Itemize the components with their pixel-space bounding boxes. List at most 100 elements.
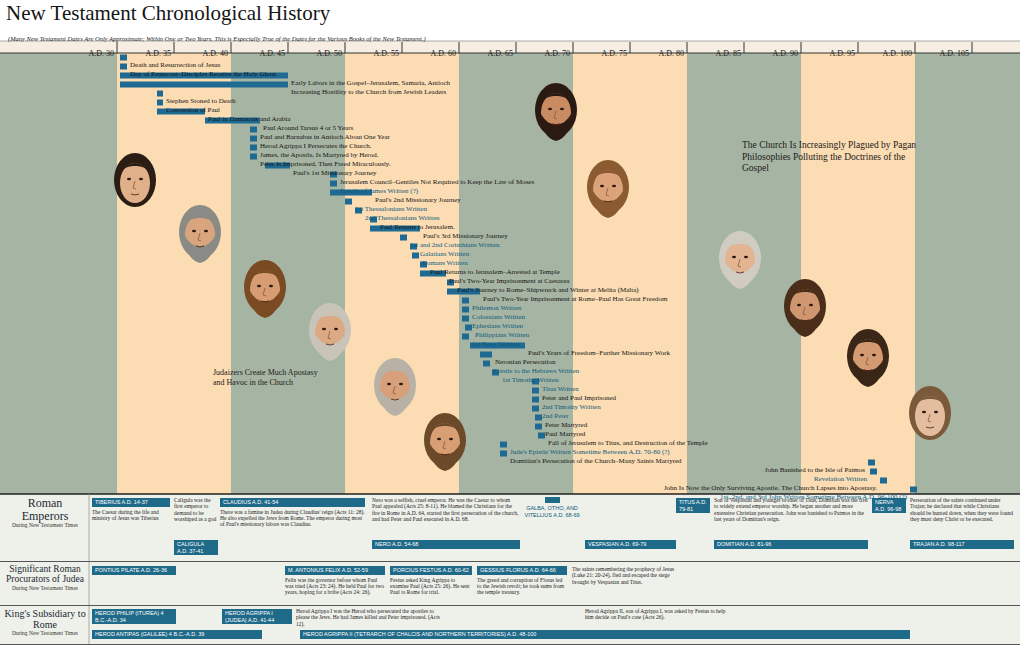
portrait-fringe [790, 289, 820, 298]
text-holder: 2nd Timothy Written [542, 395, 601, 413]
text-holder: A.D. 105 [939, 42, 969, 60]
event-label: Jerusalem Council–Gentiles Not Required … [340, 178, 534, 186]
text-holder: A.D. 45 [259, 42, 285, 60]
book-written: 1st Timothy Written [502, 376, 558, 384]
text-holder: A.D. 80 [658, 42, 684, 60]
event-label: John Banished to the Isle of Patmos [765, 466, 865, 474]
event-bar [462, 316, 469, 322]
event-label: Paul's 2nd Missionary Journey [375, 196, 461, 204]
text-holder: 1st Thessalonians Written [355, 197, 427, 215]
portrait-eye [744, 256, 748, 258]
portrait-hair [114, 153, 156, 207]
event-bar [330, 181, 337, 187]
history-note: Persecution of the saints continued unde… [910, 497, 1014, 522]
portrait-nose [393, 386, 396, 394]
event-bar [868, 460, 875, 466]
text-holder: Stephen Stoned to Death [166, 89, 235, 107]
book-written: 1st and 2nd Corinthians Written [410, 241, 499, 249]
event-bar [462, 334, 469, 340]
book-written: Philippians Written [475, 331, 529, 339]
apostle-portrait [114, 153, 156, 207]
text-holder: Peter Is Imprisoned, Then Freed Miraculo… [260, 152, 391, 170]
text-holder: John Banished to the Isle of Patmos [765, 458, 865, 476]
book-written: 2nd Thessalonians Written [365, 214, 440, 222]
event-bar [120, 82, 288, 88]
text-holder: Epistle to the Hebrews Written [493, 359, 579, 377]
book-written: 1st Peter Written [472, 340, 519, 348]
year-label: A.D. 75 [601, 49, 627, 58]
event-bar [462, 307, 469, 313]
year-label: A.D. 40 [202, 49, 228, 58]
year-tick [687, 42, 688, 53]
portrait-mouth [326, 344, 334, 345]
text-holder: A.D. 30 [88, 42, 114, 60]
text-holder: Paul Around Tarsus 4 or 5 Years [263, 116, 353, 134]
apostle-portrait [587, 160, 629, 218]
portrait-eye [192, 230, 196, 232]
reign-label: GESSIUS FLORUS A.D. 64-66 [480, 567, 564, 574]
portrait-fringe [120, 163, 150, 172]
reign-label: TRAJAN A.D. 98-117 [913, 541, 1011, 548]
portrait-face [915, 396, 945, 436]
event-bar [462, 298, 469, 304]
history-note: Herod Agrippa II, son of Agrippa I, was … [585, 608, 735, 621]
portrait-beard [185, 236, 215, 263]
reign-bar [545, 497, 560, 503]
event-label: Increasing Hostility to the Church from … [291, 88, 446, 96]
event-bar [870, 469, 877, 475]
text-holder: Ephesians Written [472, 314, 523, 332]
text-holder: Son of Vespasian and younger brother of … [714, 497, 868, 522]
event-bar [532, 388, 539, 394]
panel-divider [89, 494, 90, 645]
portrait-beard [790, 310, 820, 337]
year-label: A.D. 35 [145, 49, 171, 58]
portrait-beard [250, 291, 280, 318]
text-holder: A.D. 75 [601, 42, 627, 60]
text-holder: Paul's 2nd Missionary Journey [375, 188, 461, 206]
event-label: Paul Around Tarsus 4 or 5 Years [263, 124, 353, 132]
year-label: A.D. 30 [88, 49, 114, 58]
text-holder: New Testament Chronological History [6, 1, 330, 25]
event-bar [157, 91, 163, 97]
portrait-fringe [430, 423, 460, 432]
event-bar [120, 64, 127, 70]
year-label: A.D. 105 [939, 49, 969, 58]
text-holder: Fall of Jerusalem to Titus, and Destruct… [548, 431, 708, 449]
panel-band: King's Subsidiary to RomeDuring New Test… [0, 606, 1020, 645]
apostle-portrait [909, 386, 951, 440]
apostle-portrait [784, 279, 826, 337]
portrait-fringe [185, 215, 215, 224]
decade-band [0, 53, 117, 494]
event-label: James, the Apostle, Is Martyred by Herod… [260, 151, 378, 159]
event-bar [532, 406, 539, 412]
event-bar [250, 154, 257, 160]
event-label: Paul Returns to Jerusalem–Arrested at Te… [430, 268, 560, 276]
year-label: A.D. 100 [882, 49, 912, 58]
text-holder: A.D. 35 [145, 42, 171, 60]
band-heading: King's Subsidiary to RomeDuring New Test… [3, 609, 87, 637]
text-holder: A.D. 85 [715, 42, 741, 60]
event-label: Day of Pentecost–Disciples Receive the H… [130, 70, 276, 78]
reign-label: TITUS A.D. 79-81 [679, 499, 707, 512]
text-holder: Herod Agrippa I Persecutes the Church. [260, 134, 372, 152]
book-written: Colossians Written [472, 313, 525, 321]
band-heading: Roman EmperorsDuring New Testament Times [3, 497, 87, 529]
portrait-nose [133, 181, 136, 189]
portrait-fringe [380, 368, 410, 377]
year-tick [345, 42, 346, 53]
portrait-eye [797, 304, 801, 306]
event-label: Fall of Jerusalem to Titus, and Destruct… [548, 439, 708, 447]
reign-box: HEROD AGRIPPA I (JUDEA) A.D. 41-44 [222, 609, 292, 624]
portrait-mouth [552, 124, 560, 125]
year-label: A.D. 80 [658, 49, 684, 58]
portrait-beard [430, 444, 460, 471]
text-holder: Domitian's Persecution of the Church–Man… [510, 449, 682, 467]
text-holder: A.D. 70 [544, 42, 570, 60]
text-holder: Peter and Paul Imprisoned [542, 386, 616, 404]
year-tick [117, 42, 118, 53]
text-holder: A.D. 55 [373, 42, 399, 60]
portrait-beard [725, 262, 755, 289]
event-label: Paul's 1st Missionary Journey [293, 169, 377, 177]
apostle-portrait [244, 260, 286, 318]
